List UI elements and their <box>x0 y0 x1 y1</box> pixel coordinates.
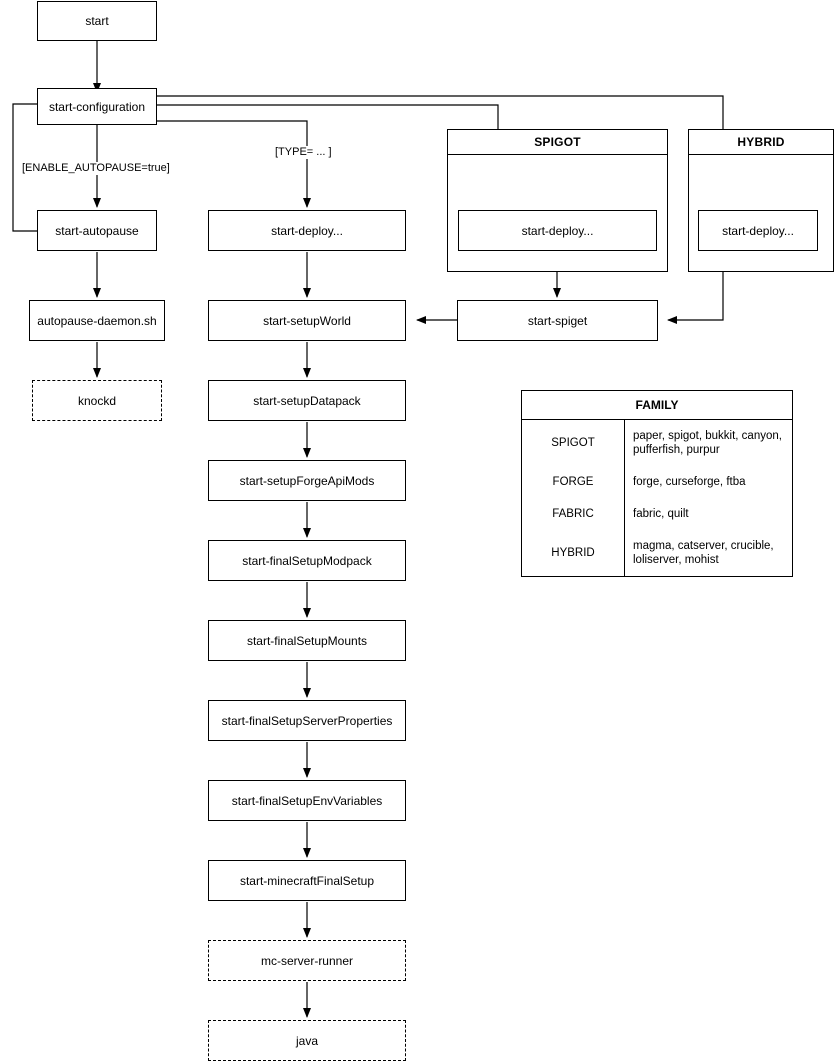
node-start-spiget[interactable]: start-spiget <box>457 300 658 341</box>
node-start-deploy-spigot[interactable]: start-deploy... <box>458 210 657 251</box>
family-legend-members-cell: paper, spigot, bukkit, canyon, pufferfis… <box>633 430 782 456</box>
group-hybrid-title: HYBRID <box>689 130 833 155</box>
family-legend-members-cell: fabric, quilt <box>633 508 689 520</box>
node-start-setupdatapack[interactable]: start-setupDatapack <box>208 380 406 421</box>
family-legend-header-row: FAMILY <box>522 391 792 420</box>
family-legend-row: FORGE forge, curseforge, ftba <box>522 466 792 498</box>
node-autopause-daemon-sh[interactable]: autopause-daemon.sh <box>29 300 165 341</box>
family-legend-row: FABRIC fabric, quilt <box>522 498 792 530</box>
node-mc-server-runner[interactable]: mc-server-runner <box>208 940 406 981</box>
node-start-autopause[interactable]: start-autopause <box>37 210 157 251</box>
edge-label-enable-autopause: [ENABLE_AUTOPAUSE=true] <box>21 162 171 175</box>
edge-configuration-to-deploy-main <box>157 120 311 208</box>
family-legend: FAMILY SPIGOT paper, spigot, bukkit, cany… <box>521 390 793 577</box>
family-legend-family-cell: SPIGOT <box>522 419 625 466</box>
family-legend-members-cell: magma, catserver, crucible, loliserver, … <box>633 540 774 566</box>
node-start-setupforgeapimods[interactable]: start-setupForgeApiMods <box>208 460 406 501</box>
family-legend-family-cell: FORGE <box>522 466 625 498</box>
family-legend-members-cell: forge, curseforge, ftba <box>633 476 746 488</box>
node-start-finalsetupserverproperties[interactable]: start-finalSetupServerProperties <box>208 700 406 741</box>
node-start-finalsetupmounts[interactable]: start-finalSetupMounts <box>208 620 406 661</box>
node-java[interactable]: java <box>208 1020 406 1061</box>
family-legend-head: FAMILY <box>522 391 792 420</box>
family-legend-family-cell: FABRIC <box>522 498 625 530</box>
family-legend-table: FAMILY SPIGOT paper, spigot, bukkit, cany… <box>522 391 792 576</box>
node-start-finalsetupmodpack[interactable]: start-finalSetupModpack <box>208 540 406 581</box>
node-start[interactable]: start <box>37 1 157 41</box>
family-legend-body: SPIGOT paper, spigot, bukkit, canyon, puf… <box>522 419 792 576</box>
node-start-configuration[interactable]: start-configuration <box>37 88 157 125</box>
family-legend-row: SPIGOT paper, spigot, bukkit, canyon, puf… <box>522 419 792 466</box>
family-legend-row: HYBRID magma, catserver, crucible, lolise… <box>522 530 792 576</box>
node-start-deploy-main[interactable]: start-deploy... <box>208 210 406 251</box>
family-legend-family-cell: HYBRID <box>522 530 625 576</box>
node-start-deploy-hybrid[interactable]: start-deploy... <box>698 210 818 251</box>
family-legend-header-cell: FAMILY <box>522 391 792 420</box>
node-start-finalsetupenvvariables[interactable]: start-finalSetupEnvVariables <box>208 780 406 821</box>
node-start-setupworld[interactable]: start-setupWorld <box>208 300 406 341</box>
group-spigot-title: SPIGOT <box>448 130 667 155</box>
node-knockd[interactable]: knockd <box>32 380 162 421</box>
edge-label-type: [TYPE= ... ] <box>274 146 333 159</box>
node-start-minecraftfinalsetup[interactable]: start-minecraftFinalSetup <box>208 860 406 901</box>
